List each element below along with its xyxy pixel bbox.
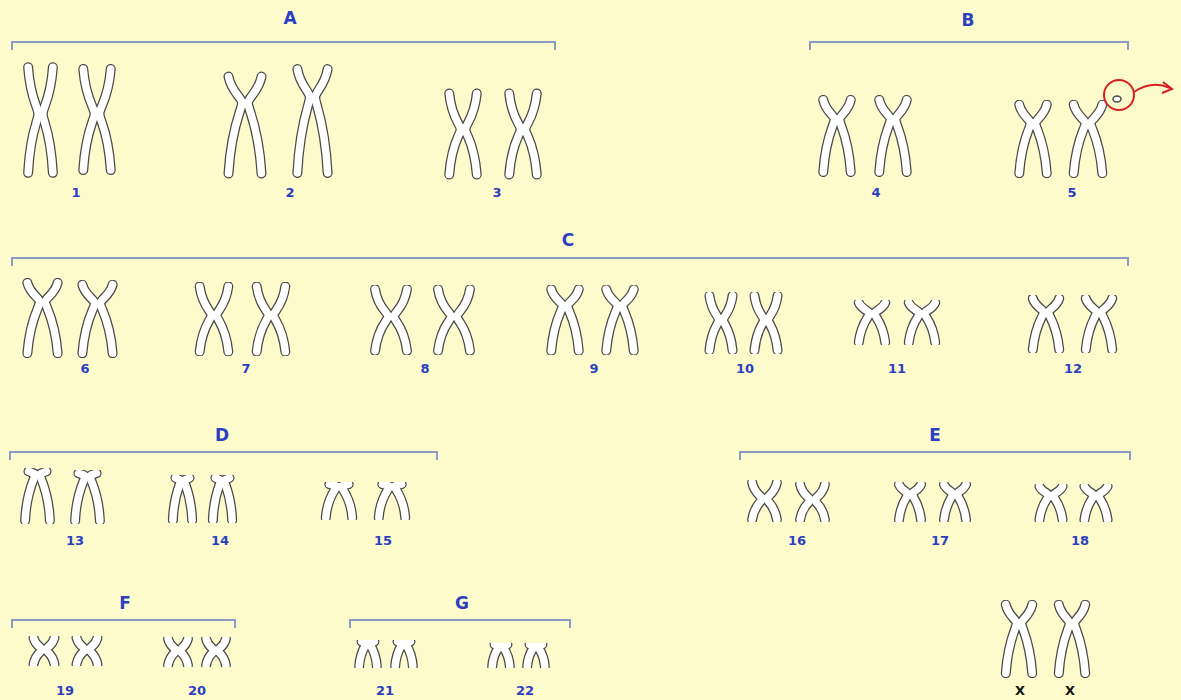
chromosome-number: 4: [871, 186, 880, 199]
group-bracket: [10, 42, 1130, 628]
chromosome-number: 15: [374, 534, 392, 547]
chromosome-number: 6: [80, 362, 89, 375]
chromosome-number: 8: [420, 362, 429, 375]
chromosome-number: 9: [589, 362, 598, 375]
chromosome-number: 5: [1067, 186, 1076, 199]
group-letter: E: [929, 427, 941, 444]
group-letter: A: [283, 10, 296, 27]
chromosome-number: 14: [211, 534, 229, 547]
deletion-highlight: [1104, 80, 1172, 110]
chromosome-number: 19: [56, 684, 74, 697]
sex-chromosome-label: X: [1015, 684, 1025, 697]
chromosome-number: 10: [736, 362, 754, 375]
chromosome-number: 7: [241, 362, 250, 375]
chromosome-number: 21: [376, 684, 394, 697]
chromosome-number: 2: [285, 186, 294, 199]
chromosome-number: 22: [516, 684, 534, 697]
chromosome-number: 3: [492, 186, 501, 199]
chromosome-number: 20: [188, 684, 206, 697]
group-letter: D: [215, 427, 229, 444]
chromosome-number: 13: [66, 534, 84, 547]
sex-chromosome-label: X: [1065, 684, 1075, 697]
chromosome-number: 1: [71, 186, 80, 199]
chromosome-number: 12: [1064, 362, 1082, 375]
group-letter: C: [562, 232, 574, 249]
chromosome-number: 11: [888, 362, 906, 375]
group-letter: G: [455, 595, 469, 612]
group-letter: F: [119, 595, 131, 612]
chromosome-number: 18: [1071, 534, 1089, 547]
chromosome-set: [25, 67, 1112, 673]
chromosome-number: 16: [788, 534, 806, 547]
group-letter: B: [962, 12, 975, 29]
chromosome-number: 17: [931, 534, 949, 547]
